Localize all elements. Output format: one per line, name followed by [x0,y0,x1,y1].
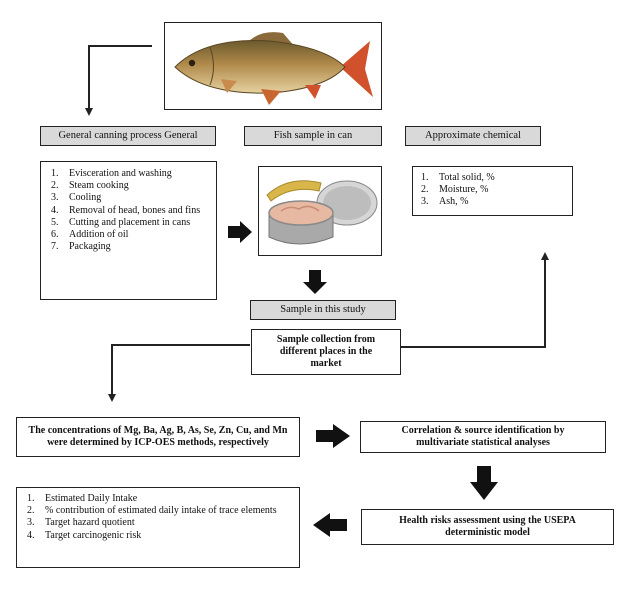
arrow-icp-to-correlation [316,424,350,448]
list-item: 3.Ash, % [421,196,469,208]
header-canning-process: General canning process General [40,126,216,146]
sample-collection-box: Sample collection from different places … [251,329,401,375]
header-fish-sample: Fish sample in can [244,126,382,146]
list-item: 7.Packaging [51,241,111,253]
canning-steps-list: 1.Evisceration and washing 2.Steam cooki… [51,168,210,253]
list-item: 1.Estimated Daily Intake [27,493,138,504]
arrow-canning-to-can [228,221,252,243]
header-approximate-chemical: Approximate chemical [405,126,541,146]
list-item: 5.Cutting and placement in cans [51,216,191,228]
canned-fish-image [258,166,382,256]
list-item: 4.Target carcinogenic risk [27,529,142,541]
chemical-items-list: 1.Total solid, % 2.Moisture, % 3.Ash, % [421,172,566,209]
chemical-items-box: 1.Total solid, % 2.Moisture, % 3.Ash, % [412,166,573,216]
arrow-health-to-risk [313,513,347,537]
list-item: 2.Steam cooking [51,180,129,192]
arrow-correlation-to-health [470,466,498,500]
health-risk-box: Health risks assessment using the USEPA … [361,509,614,545]
health-risk-text: Health risks assessment using the USEPA … [399,515,576,538]
carp-illustration [174,32,373,105]
connector-sample-to-icp [108,344,250,402]
list-item: 6.Addition of oil [51,229,129,241]
connector-fish-to-canning [85,45,152,116]
list-item: 4.Removal of head, bones and fins [51,204,201,216]
icp-methods-text: The concentrations of Mg, Ba, Ag, B, As,… [28,425,288,448]
list-item: 1.Evisceration and washing [51,168,172,179]
fish-image [164,22,382,110]
list-item: 2.% contribution of estimated daily inta… [27,505,277,517]
list-item: 3.Cooling [51,192,102,204]
sample-collection-text: Sample collection from different places … [276,334,376,369]
risk-items-box: 1.Estimated Daily Intake 2.% contributio… [16,487,300,568]
correlation-text: Correlation & source identification by m… [401,425,565,448]
tuna-can-illustration [266,180,378,245]
list-item: 2.Moisture, % [421,184,489,196]
canning-steps-box: 1.Evisceration and washing 2.Steam cooki… [40,161,217,300]
list-item: 3.Target hazard quotient [27,517,135,529]
arrow-can-to-study [303,270,327,294]
connector-sample-to-chemical [401,252,549,348]
correlation-box: Correlation & source identification by m… [360,421,606,453]
header-sample-study: Sample in this study [250,300,396,320]
risk-items-list: 1.Estimated Daily Intake 2.% contributio… [27,493,291,542]
icp-methods-box: The concentrations of Mg, Ba, Ag, B, As,… [16,417,300,457]
list-item: 1.Total solid, % [421,172,495,183]
